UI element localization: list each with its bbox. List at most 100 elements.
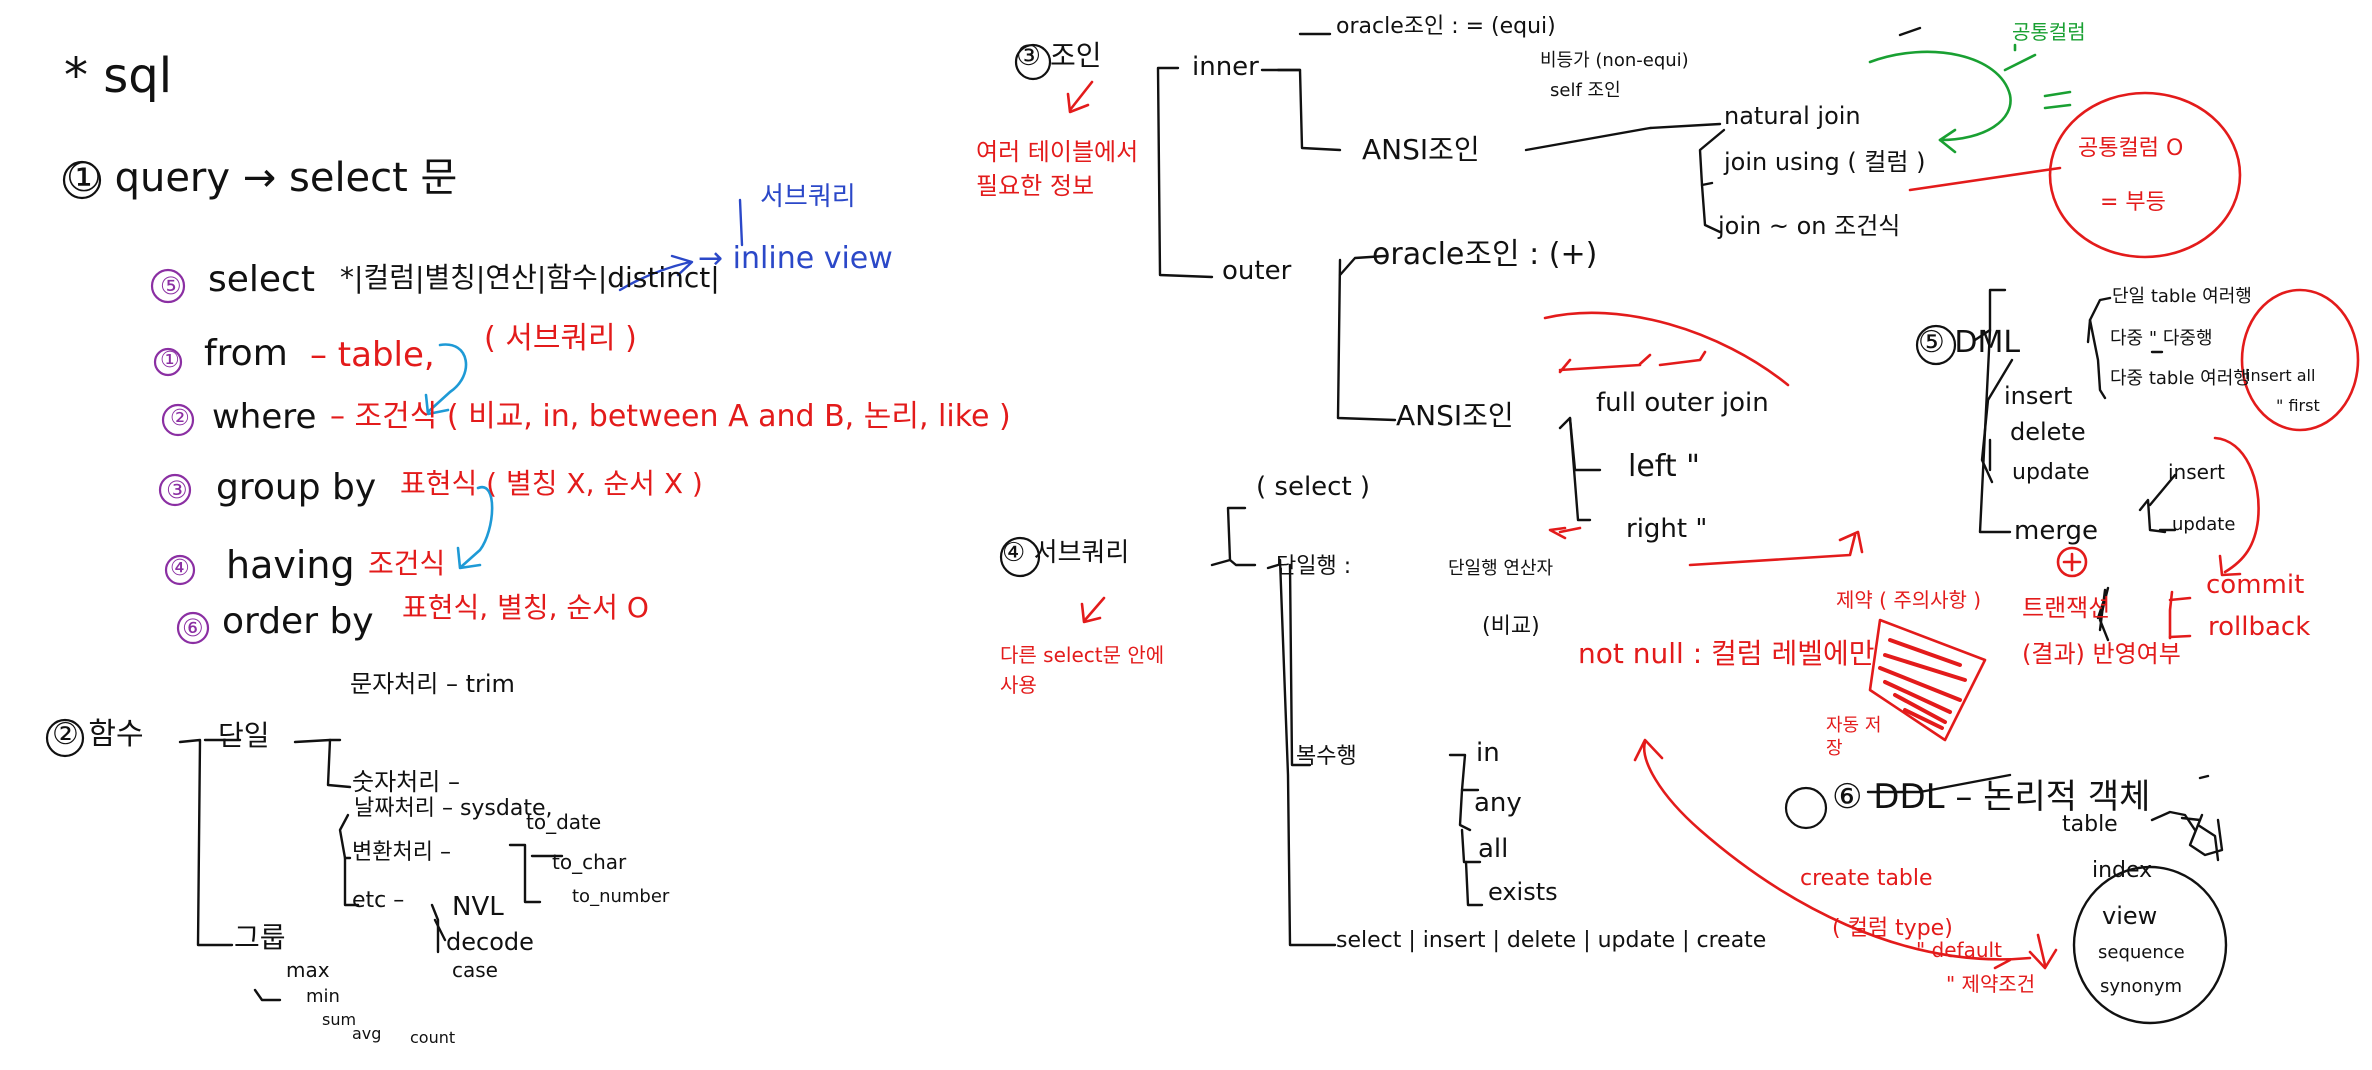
dml-item-2: update xyxy=(2012,460,2090,485)
clause-extra-from: ( 서브쿼리 ) xyxy=(484,321,637,356)
multi-op-1: any xyxy=(1474,788,1522,818)
red-marks xyxy=(1066,80,2360,970)
group-item-2: sum xyxy=(322,1010,357,1029)
clause-keyword-having: having xyxy=(226,543,355,587)
functions-tree-lines xyxy=(178,738,564,1002)
ansi-item-2: join ~ on 조건식 xyxy=(1718,212,1901,240)
insert-note-0: 단일 table 여러행 xyxy=(2112,286,2252,307)
group-item-0: max xyxy=(286,958,330,982)
clause-detail-having: 조건식 xyxy=(368,547,446,580)
not-null-note-2: 제약 ( 주의사항 ) xyxy=(1836,588,1982,612)
clause-order-groupby: ③ xyxy=(166,476,188,504)
inner-oracle: oracle조인 : = (equi) xyxy=(1336,14,1556,39)
box-note-1: " first xyxy=(2276,396,2320,415)
ansi-item-0: natural join xyxy=(1724,102,1861,130)
single-row: 단일행 : xyxy=(1276,554,1352,579)
multi-op-2: all xyxy=(1478,834,1509,864)
clause-keyword-groupby: group by xyxy=(216,467,377,508)
insert-note-1: 다중 " 다중행 xyxy=(2110,328,2213,349)
green-note: 공통컬럼 xyxy=(2012,20,2086,44)
clause-order-from: ① xyxy=(160,348,180,373)
clause-detail-where: – 조건식 ( 비교, in, between A and B, 논리, lik… xyxy=(330,399,1011,434)
clause-keyword-orderby: order by xyxy=(222,601,374,642)
dml-heading: ⑤ DML xyxy=(1918,325,2021,360)
group-item-4: count xyxy=(410,1028,456,1047)
etc-item-1: decode xyxy=(446,928,534,956)
single-item-1: 숫자처리 – xyxy=(352,768,460,796)
insert-note-2: 다중 table 여러행 xyxy=(2110,368,2250,389)
blue-arrow xyxy=(618,198,744,292)
conversion-0: to_date xyxy=(526,810,602,834)
merge-item-1: update xyxy=(2172,514,2236,535)
black-circles xyxy=(45,43,1957,830)
join-outer: outer xyxy=(1222,256,1292,286)
multi-row: 복수행 xyxy=(1296,744,1357,769)
dml-item-1: delete xyxy=(2010,418,2086,446)
conversion-1: to_char xyxy=(552,850,627,874)
ddl-object-1: index xyxy=(2092,858,2153,883)
tx-left-2: (결과) 반영여부 xyxy=(2022,640,2181,668)
multi-op-0: in xyxy=(1476,738,1500,768)
clause-extra-select: 서브쿼리 xyxy=(760,182,856,212)
functions-single: 단일 xyxy=(218,719,270,752)
circle-note: 공통컬럼 O xyxy=(2078,136,2184,161)
clause-detail-groupby: 표현식 ( 별칭 X, 순서 X ) xyxy=(400,467,703,500)
group-item-3: avg xyxy=(352,1024,382,1043)
not-null-note: not null : 컬럼 레벨에만 xyxy=(1578,637,1875,670)
subquery-note: 다른 select문 안에 사용 xyxy=(1000,643,1165,697)
conversion-2: to_number xyxy=(572,886,670,907)
clause-keyword-from: from xyxy=(204,333,288,374)
functions-heading: ② 함수 xyxy=(52,717,144,752)
ddl-object-0: table xyxy=(2062,812,2118,837)
tx-left: 트랜잭션 xyxy=(2022,594,2111,622)
single-item-3: 변환처리 – xyxy=(352,840,451,865)
clause-order-select: ⑤ xyxy=(160,272,182,300)
dml-ddl-lines xyxy=(1866,288,2228,1025)
join-inner: inner xyxy=(1192,52,1259,82)
merge-item-0: insert xyxy=(2168,460,2226,484)
single-row-cmp: (비교) xyxy=(1482,614,1540,639)
clause-keyword-select: select xyxy=(208,259,315,300)
join-tree-lines xyxy=(1156,26,1922,947)
ddl-object-2: view xyxy=(2102,902,2158,930)
ansi-item-1: join using ( 컬럼 ) xyxy=(1724,148,1926,176)
tx-commit: commit xyxy=(2206,570,2305,600)
etc-item-2: case xyxy=(452,958,498,982)
page-title: * sql xyxy=(64,48,173,104)
ddl-mini: 자동 저장 xyxy=(1826,715,1882,760)
ddl-note-2: " default xyxy=(1916,938,2002,962)
inline-view-label: → inline view xyxy=(698,241,893,276)
dml-item-0: insert xyxy=(2004,382,2073,410)
join-note: 여러 테이블에서 필요한 정보 xyxy=(976,138,1139,200)
circle-note-2: = 부등 xyxy=(2100,190,2166,215)
dml-item-3: merge xyxy=(2014,516,2099,546)
ddl-note-1: ( 컬럼 type) xyxy=(1832,916,1953,941)
multi-op-3: exists xyxy=(1488,878,1558,906)
functions-group: 그룹 xyxy=(234,921,286,954)
single-item-0: 문자처리 – trim xyxy=(350,670,515,698)
ddl-object-3: sequence xyxy=(2098,942,2185,963)
green-marks xyxy=(1868,43,2072,154)
ddl-note-0: create table xyxy=(1800,866,1933,891)
group-item-1: min xyxy=(306,986,340,1007)
single-item-2: 날짜처리 – sysdate, xyxy=(354,796,553,821)
clause-keyword-where: where xyxy=(212,397,317,437)
etc-item-0: NVL xyxy=(452,892,504,922)
ddl-note-3: " 제약조건 xyxy=(1946,972,2036,996)
inner-oracle-3: self 조인 xyxy=(1550,80,1621,101)
single-item-4: etc – xyxy=(352,888,405,913)
outer-oracle: oracle조인 : (+) xyxy=(1372,237,1598,272)
clause-detail-orderby: 표현식, 별칭, 순서 O xyxy=(402,591,649,624)
purple-circles xyxy=(150,268,210,645)
single-row-ops: 단일행 연산자 xyxy=(1448,558,1554,579)
box-note-0: insert all xyxy=(2246,366,2316,385)
clause-detail-from: – table, xyxy=(310,335,435,375)
outer-item-0: full outer join xyxy=(1596,388,1769,418)
outer-item-2: right " xyxy=(1626,514,1708,544)
cyan-arrows xyxy=(424,343,494,570)
subquery-dml-line: select | insert | delete | update | crea… xyxy=(1336,928,1767,953)
ddl-object-4: synonym xyxy=(2100,976,2183,997)
inner-ansi: ANSI조인 xyxy=(1362,133,1480,166)
query-heading: ① query → select 문 xyxy=(66,155,458,201)
tx-rollback: rollback xyxy=(2208,612,2311,642)
